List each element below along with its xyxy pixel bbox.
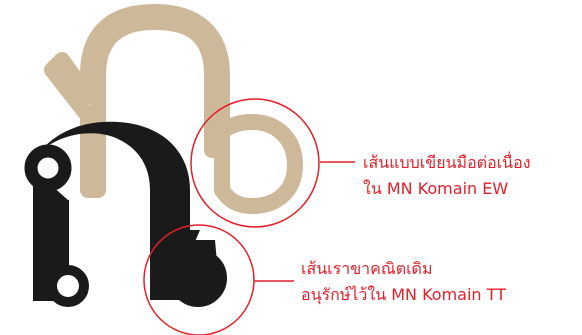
beige-handwritten-glyph (44, 4, 303, 214)
annotation-bottom-line2: อนุรักษ์ไว้ใน MN Komain TT (301, 285, 506, 304)
annotation-handwritten: เส้นแบบเขียนมือต่อเนื่อง ใน MN Komain EW (363, 150, 531, 202)
highlight-circle-top (190, 98, 320, 228)
annotation-geometric: เส้นเราขาคณิตเดิม อนุรักษ์ไว้ใน MN Komai… (301, 256, 506, 308)
black-geometric-glyph (24, 121, 227, 307)
annotation-top-line2: ใน MN Komain EW (363, 179, 509, 198)
highlight-circle-bottom (143, 224, 255, 335)
annotation-top-line1: เส้นแบบเขียนมือต่อเนื่อง (363, 153, 531, 172)
annotation-bottom-line1: เส้นเราขาคณิตเดิม (301, 259, 433, 278)
